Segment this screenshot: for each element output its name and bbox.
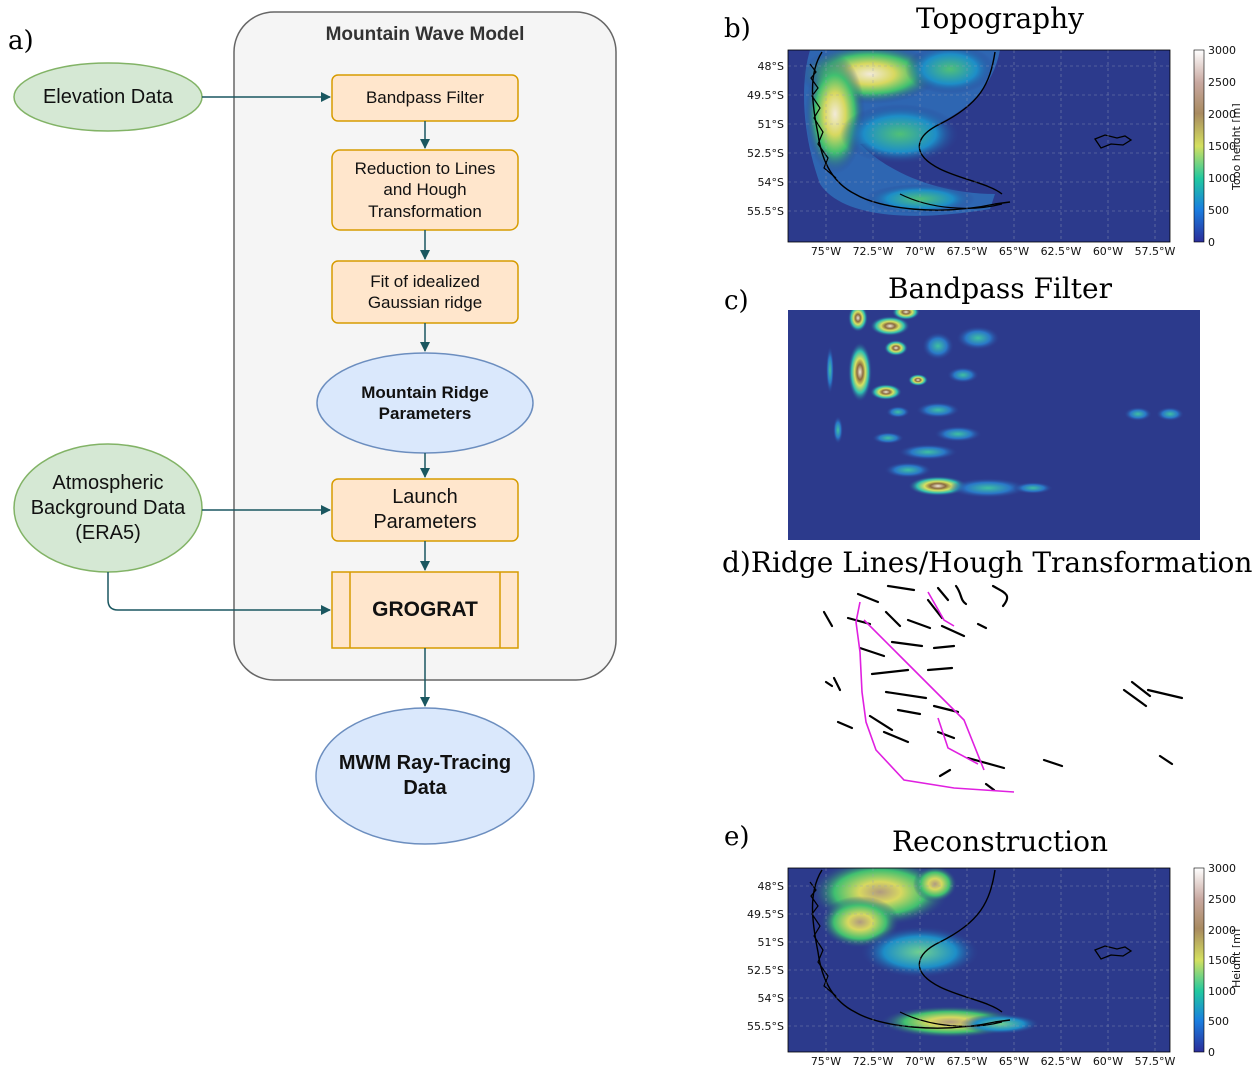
colorbar: [1193, 867, 1205, 1053]
lon-tick: 65°W: [999, 1055, 1029, 1068]
panel-d-label: d): [722, 546, 751, 579]
panel-d-title: d)Ridge Lines/Hough Transformation: [722, 546, 1252, 579]
lat-tick: 52.5°S: [747, 964, 784, 977]
lon-tick: 72.5°W: [853, 1055, 894, 1068]
reconstruction-map: 48°S 49.5°S 51°S 52.5°S 54°S 55.5°S 75°W…: [747, 862, 1240, 1068]
lon-tick: 60°W: [1093, 1055, 1123, 1068]
panel-b-title: Topography: [916, 2, 1084, 35]
falkland-islands: [1094, 134, 1133, 149]
container-title: Mountain Wave Model: [325, 24, 525, 46]
lat-tick: 51°S: [758, 936, 784, 949]
lat-tick: 55.5°S: [747, 1020, 784, 1033]
grograt-label: GROGRAT: [372, 597, 478, 621]
mwm-ray-tracing-ellipse: [315, 707, 535, 845]
colorbar-label: Topo height [m]: [1230, 103, 1240, 191]
bandpass-map: [788, 310, 1200, 540]
lon-tick: 67.5°W: [947, 245, 988, 258]
mwm-ray-tracing-label: MWM Ray-Tracing Data: [338, 752, 512, 799]
lon-tick: 72.5°W: [853, 245, 894, 258]
lat-tick: 48°S: [758, 60, 784, 73]
lat-tick: 48°S: [758, 880, 784, 893]
lat-tick: 54°S: [758, 176, 784, 189]
colorbar-tick: 0: [1208, 1046, 1215, 1059]
colorbar-tick: 500: [1208, 1015, 1229, 1028]
lon-tick: 70°W: [905, 245, 935, 258]
colorbar-tick: 2000: [1208, 108, 1236, 121]
colorbar-tick: 2500: [1208, 893, 1236, 906]
flowchart: [13, 11, 617, 845]
reduction-hough-label: Reduction to Lines and Hough Transformat…: [354, 159, 496, 221]
colorbar-tick: 1000: [1208, 985, 1236, 998]
lon-tick: 57.5°W: [1135, 245, 1176, 258]
panel-c-title: Bandpass Filter: [887, 272, 1113, 305]
lat-tick: 55.5°S: [747, 205, 784, 218]
panel-e-label: e): [724, 822, 750, 852]
elevation-data-label: Elevation Data: [42, 85, 174, 108]
colorbar-tick: 3000: [1208, 862, 1236, 875]
colorbar-tick: 1500: [1208, 140, 1236, 153]
falkland-islands: [1094, 945, 1133, 960]
lon-tick: 67.5°W: [947, 1055, 988, 1068]
panel-c-label: c): [724, 286, 749, 316]
bandpass-filter-label: Bandpass Filter: [365, 88, 485, 108]
panel-b-label: b): [724, 14, 751, 44]
lon-tick: 57.5°W: [1135, 1055, 1176, 1068]
colorbar-label: Height [m]: [1230, 929, 1240, 988]
lat-tick: 54°S: [758, 992, 784, 1005]
colorbar-tick: 0: [1208, 236, 1215, 249]
grograt-box: [331, 571, 519, 649]
panel-e-title: Reconstruction: [891, 825, 1109, 858]
colorbar-tick: 1000: [1208, 172, 1236, 185]
lat-tick: 49.5°S: [747, 89, 784, 102]
ridge-parameters-label: Mountain Ridge Parameters: [361, 382, 489, 423]
lat-tick: 51°S: [758, 118, 784, 131]
gaussian-fit-label: Fit of idealized Gaussian ridge: [367, 271, 483, 312]
launch-parameters-label: Launch Parameters: [373, 486, 477, 533]
colorbar-tick: 500: [1208, 204, 1229, 217]
lon-tick: 62.5°W: [1041, 245, 1082, 258]
arrow-atmos-to-grograt: [107, 572, 331, 615]
colorbar: [1193, 49, 1205, 243]
lat-tick: 49.5°S: [747, 908, 784, 921]
ridge-lines-map: [822, 584, 1184, 793]
lon-tick: 70°W: [905, 1055, 935, 1068]
colorbar-tick: 1500: [1208, 954, 1236, 967]
panel-d-title-text: Ridge Lines/Hough Transformation: [750, 546, 1253, 579]
topography-map: 48°S 49.5°S 51°S 52.5°S 54°S 55.5°S 75°W…: [747, 44, 1240, 258]
lon-tick: 65°W: [999, 245, 1029, 258]
lat-tick: 52.5°S: [747, 147, 784, 160]
lon-tick: 75°W: [811, 1055, 841, 1068]
lon-tick: 62.5°W: [1041, 1055, 1082, 1068]
colorbar-tick: 3000: [1208, 44, 1236, 57]
atmospheric-data-label: Atmospheric Background Data (ERA5): [30, 471, 186, 544]
colorbar-tick: 2500: [1208, 76, 1236, 89]
lon-tick: 60°W: [1093, 245, 1123, 258]
lon-tick: 75°W: [811, 245, 841, 258]
colorbar-tick: 2000: [1208, 924, 1236, 937]
panel-a-label: a): [8, 26, 34, 56]
